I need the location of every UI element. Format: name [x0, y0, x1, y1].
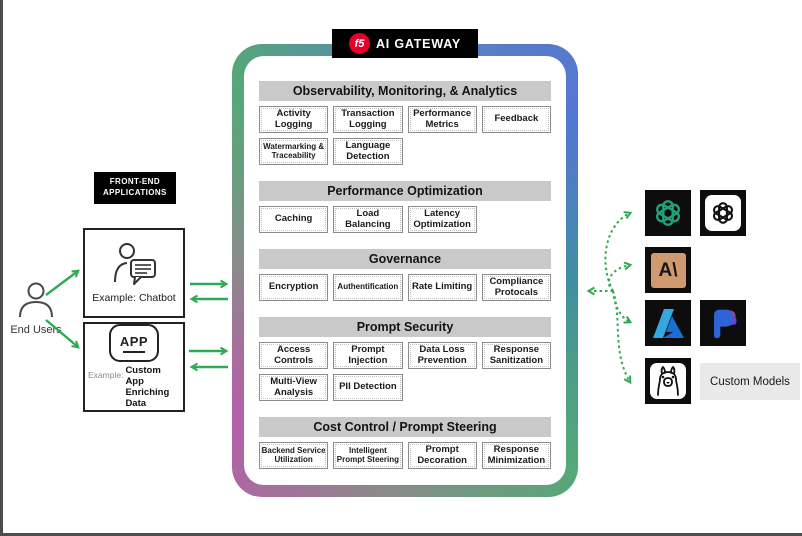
feature-box: Transaction Logging — [333, 106, 403, 133]
arrow-gateway-to-llama — [612, 290, 630, 382]
feature-box: Response Minimization — [481, 442, 551, 469]
feature-box: Watermarking & Traceability — [259, 138, 329, 165]
end-users-label: End Users — [10, 324, 62, 336]
custom-app-label: Example: Custom App Enriching Data — [85, 365, 183, 410]
app-icon: APP — [109, 324, 159, 363]
feature-box: Caching — [259, 206, 329, 233]
custom-app-label-text: Custom App Enriching Data — [125, 365, 170, 410]
section-header: Observability, Monitoring, & Analytics — [259, 81, 551, 101]
feature-box: Prompt Injection — [333, 342, 403, 369]
ai-gateway-badge: f5 AI GATEWAY — [332, 29, 478, 58]
microsoft-ai-icon — [700, 300, 746, 346]
feature-box: Performance Metrics — [407, 106, 477, 133]
feature-box: PII Detection — [333, 374, 403, 401]
chatbot-app-box: Example: Chatbot — [83, 228, 185, 318]
openai-icon — [645, 190, 691, 236]
feature-box: Activity Logging — [259, 106, 329, 133]
feature-box: Latency Optimization — [407, 206, 477, 233]
custom-app-box: APP Example: Custom App Enriching Data — [83, 322, 185, 412]
feature-box: Encryption — [259, 274, 329, 301]
feature-box: Response Sanitization — [481, 342, 551, 369]
section-header: Cost Control / Prompt Steering — [259, 417, 551, 437]
section-header: Governance — [259, 249, 551, 269]
openai-knot-glyph — [656, 200, 680, 226]
chatbot-icon — [114, 243, 156, 285]
end-users: End Users — [4, 282, 68, 336]
chatbot-label: Example: Chatbot — [92, 292, 176, 304]
feature-box: Intelligent Prompt Steering — [333, 442, 403, 469]
feature-box: Rate Limiting — [407, 274, 477, 301]
arrow-gateway-to-openai — [604, 213, 630, 292]
feature-box: Compliance Protocals — [481, 274, 551, 301]
feature-box: Load Balancing — [333, 206, 403, 233]
openai-icon-alt — [700, 190, 746, 236]
person-icon — [19, 282, 53, 318]
anthropic-icon: A\ — [645, 247, 691, 293]
app-icon-text: APP — [119, 333, 149, 349]
llama-face-glyph — [657, 366, 679, 396]
screen-bottom-edge — [0, 533, 802, 536]
feature-box: Feedback — [481, 106, 551, 133]
screen-left-edge — [0, 0, 3, 536]
feature-box: Authentification — [333, 274, 403, 301]
anthropic-tile: A\ — [650, 252, 686, 288]
llama-icon — [645, 358, 691, 404]
llama-tile — [650, 363, 686, 399]
microsoft-ai-glyph — [714, 309, 737, 339]
custom-models-box: Custom Models — [700, 363, 800, 400]
azure-a-glyph — [653, 309, 684, 338]
openai-alt-tile — [705, 195, 741, 231]
front-end-badge-line2: APPLICATIONS — [103, 187, 167, 197]
ai-gateway-title: AI GATEWAY — [375, 36, 462, 51]
anthropic-glyph: A\ — [658, 259, 678, 281]
app-icon-underline — [123, 350, 145, 353]
feature-box: Backend Service Utilization — [259, 442, 329, 469]
feature-box: Prompt Decoration — [407, 442, 477, 469]
custom-app-label-prefix: Example: — [88, 370, 124, 381]
feature-box: Language Detection — [333, 138, 403, 165]
feature-box: Data Loss Prevention — [407, 342, 477, 369]
feature-box: Multi-View Analysis — [259, 374, 329, 401]
openai-knot-glyph-black — [712, 202, 734, 224]
azure-icon — [645, 300, 691, 346]
arrow-gateway-to-azure — [612, 290, 630, 322]
front-end-applications-badge: FRONT-END APPLICATIONS — [94, 172, 176, 204]
section-header: Prompt Security — [259, 317, 551, 337]
f5-logo-icon: f5 — [348, 33, 370, 54]
front-end-badge-line1: FRONT-END — [109, 177, 161, 186]
feature-box: Access Controls — [259, 342, 329, 369]
arrow-gateway-to-anthropic — [607, 265, 630, 292]
section-header: Performance Optimization — [259, 181, 551, 201]
